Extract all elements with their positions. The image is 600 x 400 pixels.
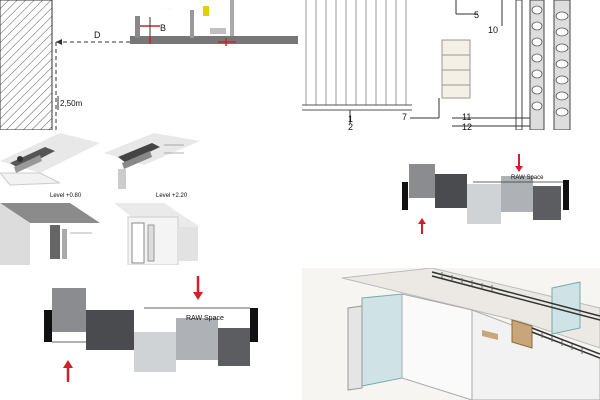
section-wall-detail-tile: D B · · · · 2,50m (0, 0, 300, 130)
end-cap-left (44, 310, 52, 342)
render-structure-image (0, 203, 100, 265)
callout-7: 7 (402, 112, 407, 122)
floor-slab (130, 36, 298, 44)
callout-2: 2 (348, 122, 353, 130)
render-level-220-tile: Level +2.20 (104, 133, 200, 200)
yellow-marker (203, 6, 209, 16)
block-2 (86, 310, 134, 350)
render-level-220-image: Level +2.20 (104, 133, 200, 199)
elevation-detail-drawing: 1 2 7 5 10 11 12 (302, 0, 571, 130)
wall-panel (401, 293, 473, 400)
isometric-facade-tile (302, 268, 600, 400)
svg-text:· · · ·: · · · · (160, 6, 173, 12)
callout-1: 1 (348, 114, 353, 124)
raw-space-label-large: RAW Space (186, 315, 224, 322)
elevation-detail-tile: 1 2 7 5 10 11 12 (302, 0, 600, 130)
raw-space-diagram-small-drawing: RAW Space (402, 154, 569, 234)
isometric-facade-drawing (302, 268, 600, 400)
raw-space-diagram-large-drawing: RAW Space (44, 276, 258, 382)
caption-level-220: Level +2.20 (156, 193, 188, 199)
block-4 (501, 176, 533, 212)
block-1 (52, 288, 86, 332)
render-structure-tile (0, 203, 100, 265)
stone-wall-a (529, 0, 545, 130)
render-level-080-image: Level +0.80 (0, 133, 100, 199)
caption-level-080: Level +0.80 (50, 193, 82, 199)
raw-space-label-small: RAW Space (511, 175, 544, 181)
label-height: 2,50m (60, 99, 83, 108)
drawer-cabinet (441, 39, 471, 99)
callout-11: 11 (462, 112, 471, 122)
label-b: B (160, 23, 166, 33)
block-5 (533, 186, 561, 220)
block-4 (176, 318, 218, 360)
end-cap-left (402, 182, 408, 210)
raw-space-diagram-small-tile: RAW Space (395, 148, 575, 248)
glass-panel-right (551, 281, 581, 335)
block-2 (435, 174, 467, 208)
block-3 (467, 184, 501, 224)
callout-5: 5 (474, 10, 479, 20)
hatched-wall (0, 0, 53, 130)
render-level-080-tile: Level +0.80 (0, 133, 100, 200)
end-cap-right (563, 180, 569, 210)
raw-space-diagram-large-tile: RAW Space (38, 272, 268, 392)
callout-10: 10 (488, 25, 498, 35)
end-cap-right (250, 308, 258, 342)
section-wall-detail-drawing: D B · · · · 2,50m (0, 0, 298, 130)
block-3 (134, 332, 176, 372)
block-5 (218, 328, 250, 366)
render-panel-image (114, 203, 200, 265)
callout-12: 12 (462, 122, 472, 130)
cable-tray (431, 271, 600, 359)
glass-panel-left (361, 293, 403, 387)
label-d: D (94, 30, 101, 40)
render-panel-tile (104, 203, 200, 265)
block-1 (409, 164, 435, 198)
wood-element (511, 319, 533, 349)
